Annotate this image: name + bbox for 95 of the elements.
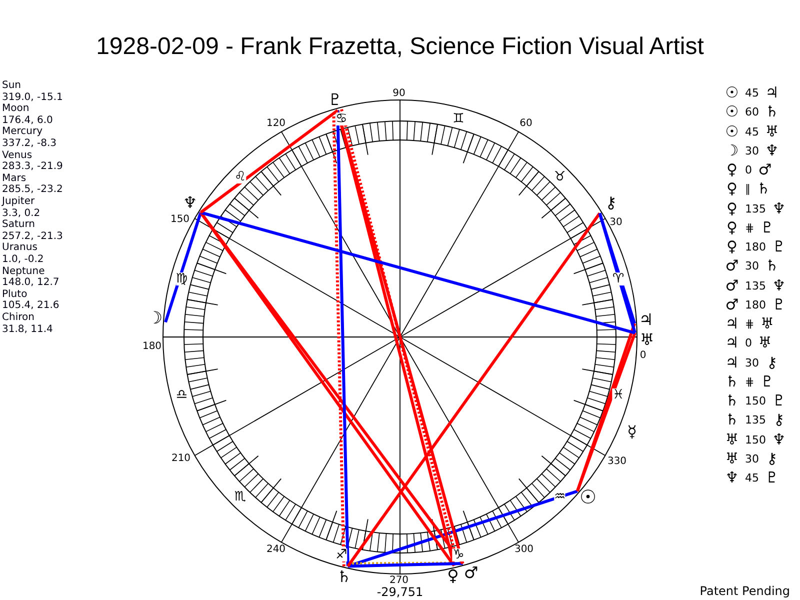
aspect-value: 30 [745,145,759,156]
planet-symbol: ♆ [771,201,787,216]
planet-name: Jupiter [2,197,35,207]
planet-symbol: ♇ [759,374,775,390]
planet-symbol: ⚷ [766,355,778,370]
planet-symbol: ☽ [724,143,740,158]
position-value: 337.2, -8.3 [2,139,56,149]
aspect-value: 45 [745,88,759,98]
planet-symbol: ♇ [771,297,787,312]
aspect-value: ⋕ [745,376,754,388]
planet-symbol: ♂ [724,297,740,312]
position-value: 176.4, 6.0 [2,116,53,126]
planet-symbol: ♇ [771,394,787,408]
planet-symbol: ♅ [640,332,654,348]
aspect-value: 135 [745,203,766,214]
position-value: 31.8, 11.4 [2,324,53,335]
planet-symbol: ♃ [764,86,780,100]
position-value: 285.5, -23.2 [2,185,63,196]
aspect-value: 135 [745,414,766,426]
planet-symbol: ♅ [724,451,740,466]
degree-label: 0 [640,351,646,361]
aspect-value: ⋕ [745,222,754,234]
aspect-value: 30 [745,260,759,272]
planet-symbol: ♄ [764,258,780,274]
degree-label: 90 [392,89,406,99]
position-value: 3.3, 0.2 [2,208,40,219]
position-value: 283.3, -21.9 [2,162,63,172]
planet-name: Saturn [2,220,36,230]
position-value: 105.4, 21.6 [2,301,60,312]
planet-symbol: ♃ [724,355,740,370]
aspect-value: 0 [745,164,752,176]
planet-name: Mars [2,174,26,184]
planet-symbol: ♆ [724,470,740,486]
planet-symbol: ♄ [756,182,772,197]
planet-symbol: ♅ [764,124,780,139]
degree-label: 180 [142,342,162,352]
planet-symbol: ⚷ [766,451,778,466]
planet-symbol: ♀ [726,182,738,197]
planet-symbol: ♂ [724,278,740,293]
planet-symbol: ☉ [724,104,740,120]
position-value: 1.0, -0.2 [2,255,44,265]
position-value: 257.2, -21.3 [2,232,63,242]
aspect-value: ∥ [745,184,750,195]
planet-name: Moon [2,104,30,114]
chart-title: 1928-02-09 - Frank Frazetta, Science Fiction Visual Artist [96,35,704,59]
aspect-value: 45 [745,126,759,137]
planet-symbol: ♃ [724,316,740,332]
aspect-value: 180 [745,242,766,252]
planet-name: Uranus [2,243,38,254]
planet-symbol: ♀ [726,220,738,236]
planet-name: Venus [2,150,32,161]
aspect-value: 45 [745,472,759,484]
planet-symbol: ♇ [771,240,787,254]
planet-name: Sun [2,81,22,91]
planet-name: Chiron [2,313,34,323]
planet-symbol: ♃ [724,336,740,351]
aspect-value: 30 [745,453,759,464]
planet-symbol: ⚷ [772,412,786,428]
footer-note: Patent Pending [700,585,790,597]
aspect-value: 180 [745,299,766,310]
planet-symbol: ♅ [724,432,740,447]
planet-symbol: ♀ [726,162,738,178]
aspect-value: ⋕ [745,318,754,330]
planet-symbol: ♇ [764,470,780,486]
planet-symbol: ♂ [757,162,773,178]
planet-symbol: ♅ [757,336,773,351]
planet-symbol: ♄ [724,412,740,428]
aspect-value: 150 [745,434,766,445]
planet-symbol: ♃ [638,312,654,328]
planet-symbol: ♀ [726,201,738,216]
planet-symbol: ☉ [724,86,740,100]
planet-symbol: ♆ [771,278,787,293]
aspect-value: 30 [745,357,759,368]
planet-name: Neptune [2,266,45,277]
planet-symbol: ♆ [764,143,780,158]
position-value: 319.0, -15.1 [2,92,63,103]
planet-symbol: ♅ [759,316,775,332]
planet-symbol: ☽ [147,310,163,328]
planet-symbol: ♀ [726,240,738,254]
number-label: -29,751 [376,586,424,598]
aspect-value: 60 [745,106,759,118]
planet-symbol: ♄ [764,104,780,120]
planet-symbol: ♄ [724,374,740,390]
position-value: 148.0, 12.7 [2,278,60,288]
aspect-value: 150 [745,396,766,406]
planet-name: Pluto [2,290,28,300]
aspect-value: 135 [745,280,766,291]
planet-symbol: ☉ [724,124,740,139]
planet-symbol: ♂ [724,258,740,274]
planet-name: Mercury [2,127,43,138]
degree-label: 270 [389,576,409,586]
planet-symbol: ♆ [771,432,787,447]
planet-symbol: ♄ [724,394,740,408]
aspect-value: 0 [745,338,752,349]
planet-symbol: ♇ [759,220,775,236]
